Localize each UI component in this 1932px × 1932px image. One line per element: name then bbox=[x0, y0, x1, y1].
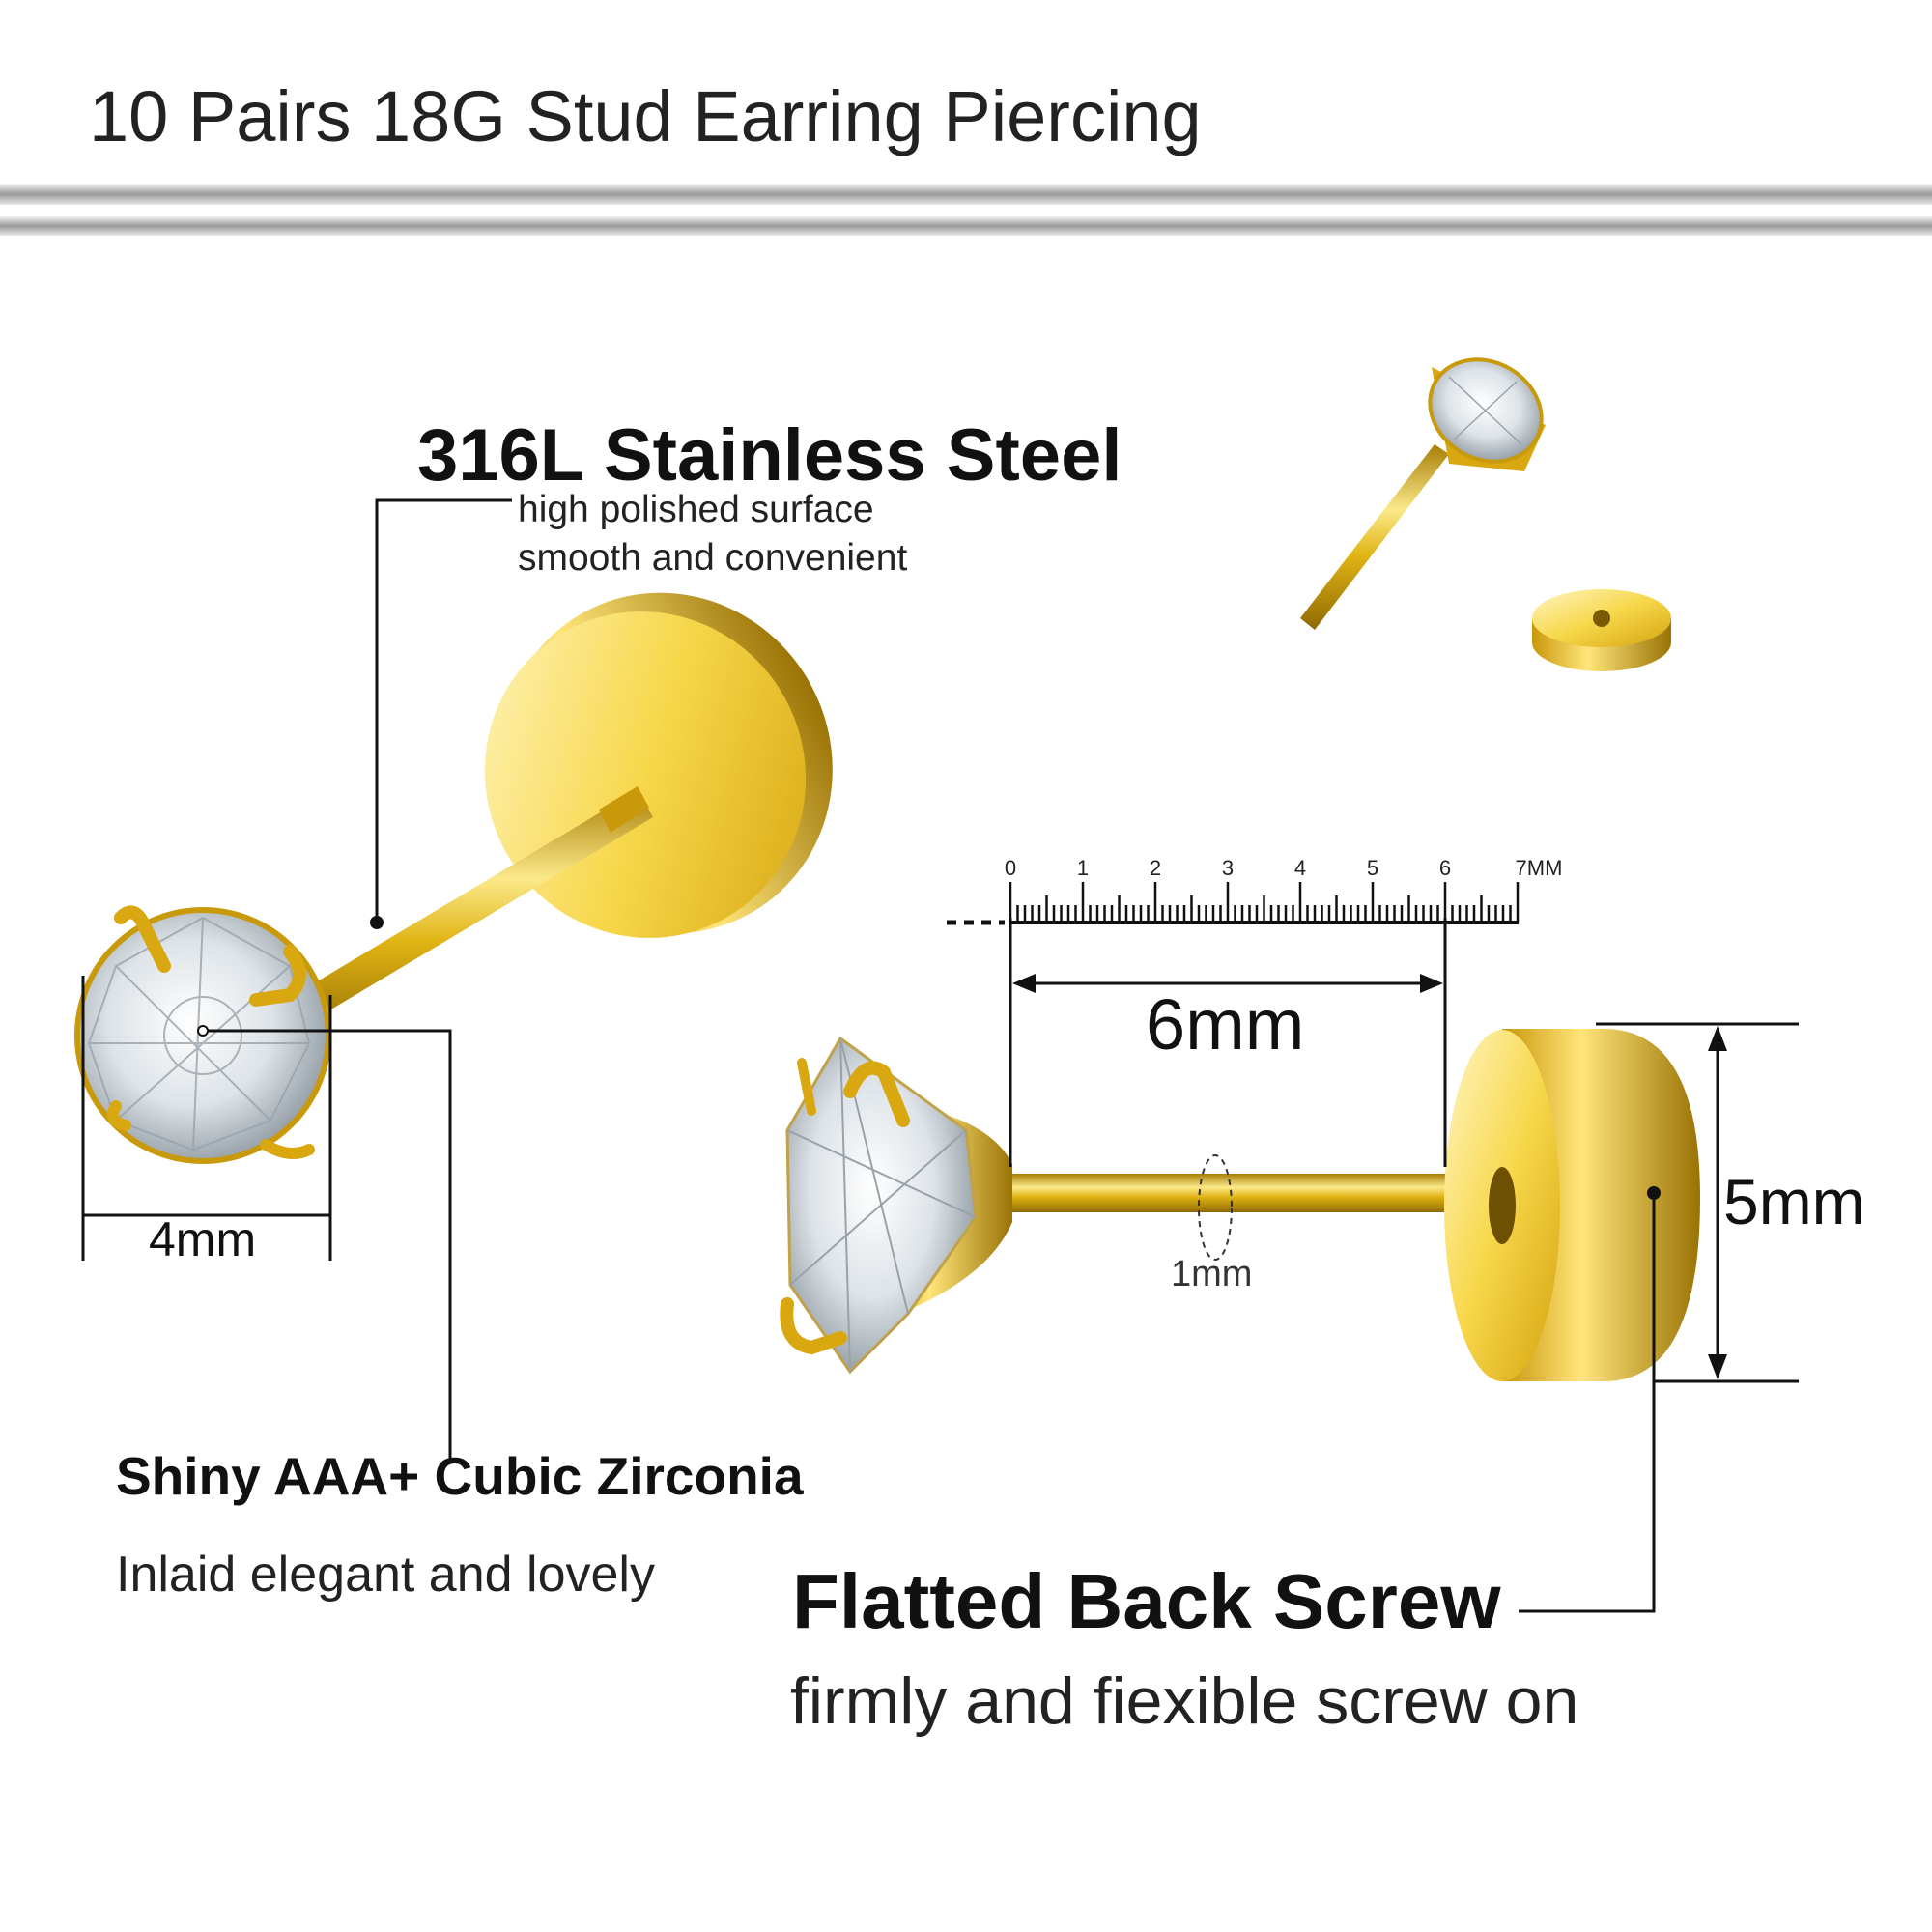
ruler bbox=[947, 882, 1520, 925]
left-earring-back-disc bbox=[484, 592, 833, 938]
ruler-tick-label: 5 bbox=[1366, 856, 1379, 880]
steel-callout-heading: 316L Stainless Steel bbox=[417, 414, 1122, 497]
ruler-tick-label: 0 bbox=[1004, 856, 1017, 880]
zirconia-callout-line1: Inlaid elegant and lovely bbox=[116, 1547, 655, 1603]
ruler-tick-label: 1 bbox=[1076, 856, 1090, 880]
zirconia-callout-heading: Shiny AAA+ Cubic Zirconia bbox=[116, 1446, 804, 1506]
back-callout-line1: firmly and fiexible screw on bbox=[790, 1664, 1579, 1738]
gauge-indicator bbox=[1198, 1154, 1233, 1261]
right-earring-back-disc bbox=[1444, 1029, 1700, 1381]
left-earring-illustration bbox=[74, 592, 833, 1164]
ruler-tick-label: 4 bbox=[1293, 856, 1307, 880]
right-earring-gem bbox=[785, 1036, 978, 1375]
stone-width-label: 4mm bbox=[149, 1212, 257, 1266]
small-parts-back-disc bbox=[1532, 589, 1671, 671]
ruler-tick-label: 2 bbox=[1149, 856, 1162, 880]
gauge-label: 1mm bbox=[1171, 1254, 1253, 1294]
arrowheads bbox=[1012, 974, 1727, 1379]
right-earring-illustration bbox=[780, 1029, 1700, 1381]
steel-callout-line1: high polished surface bbox=[518, 489, 874, 530]
back-callout-heading: Flatted Back Screw bbox=[792, 1558, 1501, 1644]
ruler-tick-label: 7MM bbox=[1515, 856, 1563, 880]
annotation-lines bbox=[81, 498, 1799, 1613]
steel-callout-line2: smooth and convenient bbox=[518, 537, 908, 579]
ruler-tick-label: 6 bbox=[1438, 856, 1452, 880]
steel-leader-line bbox=[375, 498, 512, 923]
length-label: 6mm bbox=[1146, 984, 1305, 1065]
small-parts-gem bbox=[1428, 357, 1546, 471]
back-leader-line bbox=[1519, 1193, 1656, 1613]
left-earring-post bbox=[259, 786, 653, 1043]
back-diameter-label: 5mm bbox=[1723, 1166, 1865, 1237]
parts-illustration bbox=[1300, 357, 1671, 671]
leader-dots bbox=[197, 916, 1661, 1200]
zirconia-leader-line bbox=[203, 1029, 452, 1463]
ruler-tick-label: 3 bbox=[1221, 856, 1235, 880]
page-title: 10 Pairs 18G Stud Earring Piercing bbox=[89, 76, 1202, 156]
header-separator bbox=[0, 184, 1932, 236]
